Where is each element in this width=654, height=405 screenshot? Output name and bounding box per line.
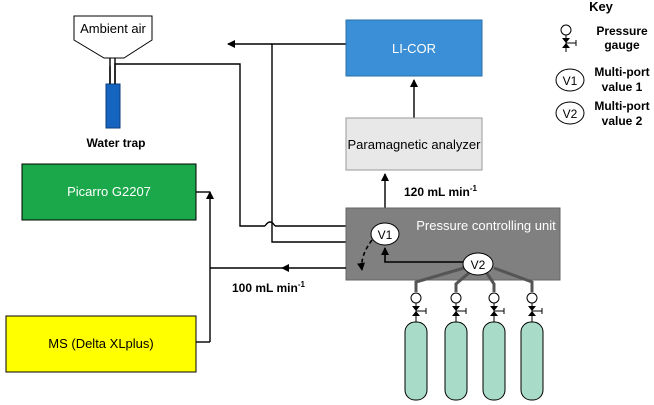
pressure-controlling-unit: Pressure controlling unit [345,207,561,281]
pcu-label: Pressure controlling unit [416,218,556,233]
legend-title: Key [589,0,614,14]
v1-label: V1 [378,228,393,242]
v2-to-v1-line [381,247,464,263]
cylinder-manifold [414,266,534,292]
v1-key-label-2: value 1 [602,80,643,94]
legend-v2-symbol: V2 [555,101,585,125]
paramagnetic-box: Paramagnetic analyzer [345,117,483,171]
flow-120-label: 120 mL min-1 [404,184,477,199]
licor-label: LI-COR [392,41,436,56]
water-trap: Water trap [87,83,146,150]
gauge-label-1: Pressure [596,24,648,38]
water-trap-label: Water trap [87,136,146,150]
ms-label: MS (Delta XLplus) [48,336,153,351]
licor-exhaust-line [227,40,370,243]
v2-key-label-2: value 2 [602,114,643,128]
v1-valve: V1 [370,222,400,246]
ambient-air-label: Ambient air [80,21,146,36]
svg-text:V1: V1 [563,74,578,88]
licor-box: LI-COR [345,19,483,77]
ambient-air-inlet: Ambient air [73,15,153,84]
ms-box: MS (Delta XLplus) [5,315,197,373]
paramagnetic-label: Paramagnetic analyzer [348,137,482,152]
v2-key-label-1: Multi-port [594,99,649,113]
v1-key-label-1: Multi-port [594,65,649,79]
gas-cylinder-3 [482,292,506,401]
legend-v1-symbol: V1 [555,68,585,92]
picarro-box: Picarro G2207 [21,163,197,221]
gauge-label-2: gauge [604,38,640,52]
pressure-gauge-icon [560,24,577,52]
svg-text:V2: V2 [563,107,578,121]
gas-cylinder-1 [404,292,428,401]
gas-cylinder-2 [444,292,468,401]
v2-label: V2 [471,258,486,272]
picarro-label: Picarro G2207 [67,184,151,199]
v1-dashed-path [357,239,373,271]
legend: Key Pressure gauge V1 Multi-port value 1… [555,0,650,128]
gas-cylinder-4 [520,292,544,401]
v2-valve: V2 [462,252,494,276]
analyzer-supply-line [196,191,282,343]
flow-100-label: 100 mL min-1 [232,280,305,295]
